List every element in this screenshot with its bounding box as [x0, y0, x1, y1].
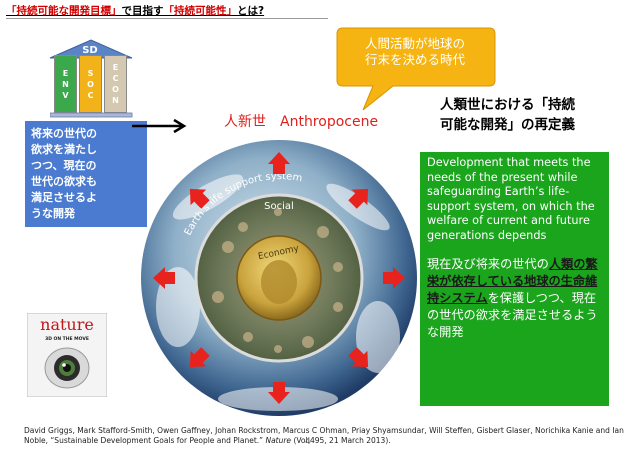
outward-arrows [153, 152, 405, 404]
old-definition-box: 将来の世代の 欲求を満たし つつ、現在の 世代の欲求も 満足させるよ うな開発 [25, 121, 147, 227]
anthropocene-label: 人新世 Anthropocene [224, 114, 379, 130]
crowd-texture [212, 208, 343, 353]
pillar-env: E N V [54, 55, 77, 113]
nested-earth-diagram: Earth's life support system Social Econo… [141, 140, 417, 416]
social-label: Social [264, 201, 294, 212]
transition-arrow-icon [132, 118, 187, 134]
page-title: 「持続可能な開発目標」で目指す「持続可能性」とは? [6, 5, 265, 17]
nature-cover-image: nature 3D ON THE MOVE [27, 313, 107, 397]
pillar-soc: S O C [79, 55, 102, 113]
speech-bubble [336, 27, 496, 111]
sd-roof-label: SD [82, 45, 98, 56]
svg-text:nature: nature [40, 315, 94, 334]
citation: David Griggs, Mark Stafford-Smith, Owen … [24, 426, 624, 445]
sd-base [50, 112, 133, 118]
page-number: 4 [305, 437, 311, 447]
new-definition-box: Development that meets the needs of the … [420, 152, 609, 406]
pillar-econ: E C O N [104, 55, 127, 113]
bubble-text: 人間活動が地球の 行末を決める時代 [364, 36, 465, 67]
japanese-definition: 現在及び将来の世代の人類の繁栄が依存している地球の生命維持システムを保護しつつ、… [427, 257, 598, 339]
title-divider [6, 18, 328, 19]
svg-text:3D ON THE MOVE: 3D ON THE MOVE [45, 336, 89, 342]
redefinition-heading: 人類世における「持続 可能な開発」の再定義 [440, 97, 575, 133]
english-definition: Development that meets the needs of the … [427, 156, 595, 242]
